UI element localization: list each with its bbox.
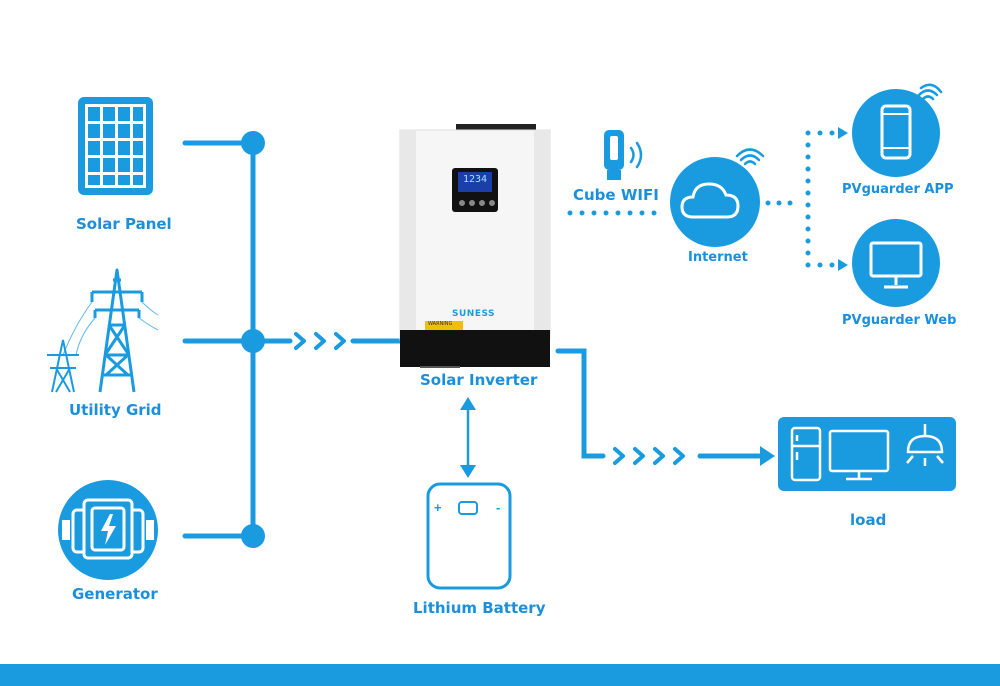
wifi-signal-icon: [629, 141, 643, 169]
fridge-icon: [790, 426, 822, 482]
inverter-warning: WARNING: [428, 321, 453, 327]
arrow-to-app: [838, 127, 848, 139]
pvguarder-web-label: PVguarder Web: [842, 313, 957, 328]
flow-chevrons-out: [613, 447, 685, 465]
cloud-dots: [765, 200, 793, 206]
bus-nodes: [241, 131, 265, 548]
solar-inverter-label: Solar Inverter: [420, 371, 538, 389]
cloud-icon: [670, 157, 760, 247]
bottom-bar: [0, 664, 1000, 686]
tv-icon: [828, 429, 890, 481]
lithium-battery-label: Lithium Battery: [413, 599, 546, 617]
phone-icon: [852, 89, 940, 177]
wifi-to-cloud-dots: [567, 210, 657, 216]
load-panel: [778, 417, 956, 491]
lamp-icon: [906, 424, 944, 466]
svg-text:+: +: [434, 500, 442, 515]
inverter-display: 1234: [462, 174, 488, 185]
cloud-wifi-signal-icon: [735, 148, 765, 166]
internet-label: Internet: [688, 250, 748, 265]
branch-dots: [805, 130, 835, 268]
svg-text:-: -: [496, 500, 500, 515]
transmission-tower-small-icon: [47, 339, 79, 393]
arrow-to-web: [838, 259, 848, 271]
arrow-up: [460, 397, 476, 410]
power-wires: [62, 301, 159, 356]
monitor-icon: [852, 219, 940, 307]
pvguarder-app-label: PVguarder APP: [842, 182, 954, 197]
inverter-load-line: [555, 348, 763, 459]
generator-icon: [58, 480, 158, 580]
bus-lines: [182, 140, 403, 539]
arrow-down: [460, 465, 476, 478]
inverter-brand: SUNESS: [452, 309, 496, 319]
battery-icon: + -: [426, 482, 512, 590]
load-label: load: [850, 511, 887, 529]
utility-grid-label: Utility Grid: [69, 401, 162, 419]
solar-panel-icon: [78, 97, 153, 195]
transmission-tower-icon: [90, 268, 144, 393]
wifi-dongle-icon: [604, 130, 624, 180]
phone-wifi-signal-icon: [917, 83, 943, 101]
inverter-icon: [399, 124, 551, 368]
load-arrow-head: [760, 446, 775, 466]
flow-chevrons-in: [294, 332, 346, 350]
cube-wifi-label: Cube WIFI: [573, 186, 659, 204]
generator-label: Generator: [72, 585, 158, 603]
solar-panel-label: Solar Panel: [76, 215, 172, 233]
